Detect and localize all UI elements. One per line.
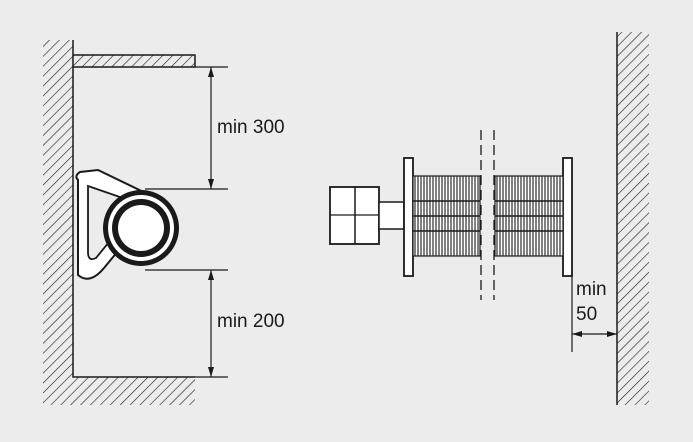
reel-right-flange	[562, 157, 573, 277]
cable-winding-left	[412, 175, 481, 257]
cable-winding-right	[494, 175, 564, 257]
reel-left-flange	[403, 157, 414, 277]
side-view-reel	[329, 130, 573, 300]
reel-shaft	[378, 201, 405, 230]
right-wall-hatching	[617, 32, 649, 405]
niche-outline	[72, 40, 196, 378]
top-clearance-label: min 300	[217, 117, 285, 138]
side-clearance-dimension	[571, 276, 617, 352]
bottom-clearance-label: min 200	[217, 311, 285, 332]
top-clearance-dimension	[145, 66, 228, 190]
left-wall-hatching	[43, 40, 195, 405]
side-clearance-label-line2: 50	[576, 304, 597, 325]
break-lines	[480, 130, 495, 300]
bottom-clearance-dimension	[145, 269, 228, 378]
front-view: min 300 min 200	[43, 40, 285, 405]
side-clearance-label-line1: min	[576, 279, 607, 300]
roller-inner	[118, 205, 164, 251]
right-wall	[616, 32, 649, 405]
